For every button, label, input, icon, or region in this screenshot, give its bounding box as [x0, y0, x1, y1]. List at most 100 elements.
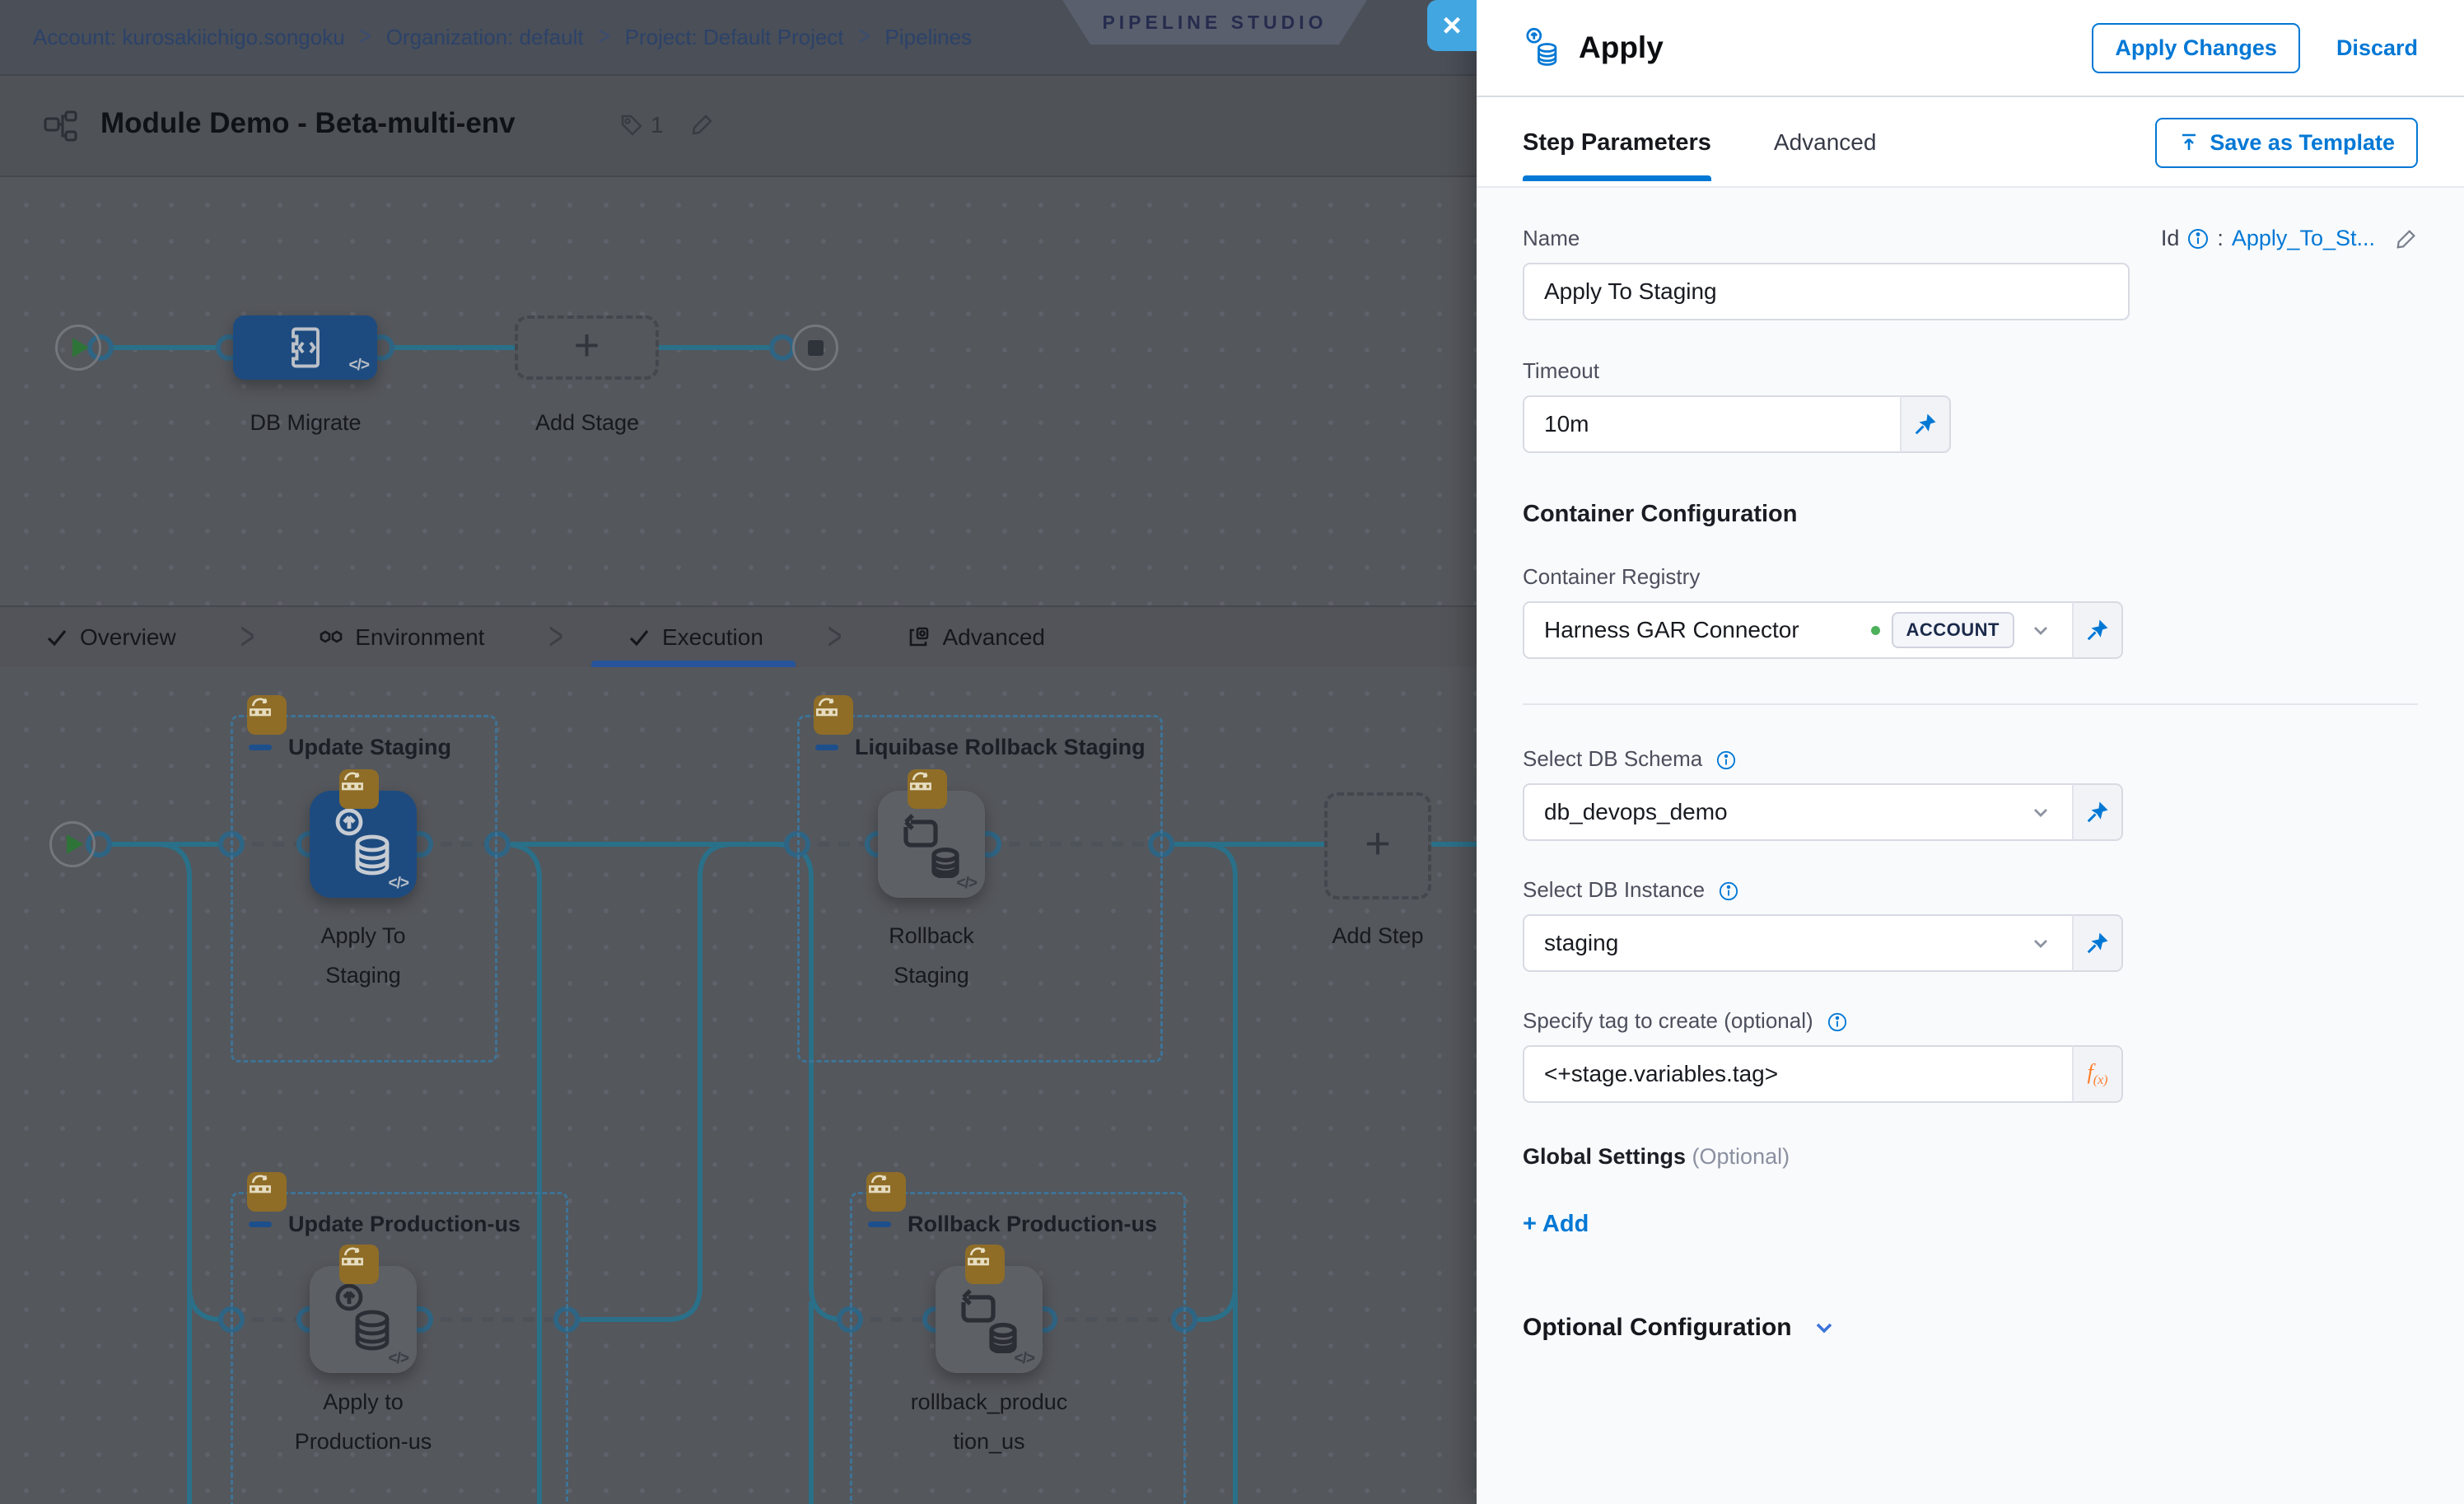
step-title: Apply [1579, 30, 1664, 64]
apply-db-icon [1526, 27, 1557, 66]
tag-count-value: 1 [651, 112, 664, 138]
collapse-icon[interactable] [868, 1221, 891, 1227]
active-tab-underline [591, 661, 796, 667]
container-configuration-heading: Container Configuration [1523, 501, 1798, 527]
check-icon [47, 629, 67, 646]
tab-step-parameters[interactable]: Step Parameters [1523, 105, 1711, 181]
breadcrumb-account[interactable]: Account: kurosakiichigo.songoku [33, 24, 345, 49]
info-icon[interactable] [1827, 1012, 1847, 1032]
step-group-title[interactable]: Liquibase Rollback Staging [815, 735, 1146, 760]
step-group-title[interactable]: Rollback Production-us [868, 1212, 1157, 1237]
breadcrumb-pipelines[interactable]: Pipelines [884, 24, 973, 49]
tag-count[interactable]: 1 [619, 112, 664, 138]
tab-overview[interactable]: Overview [45, 624, 176, 651]
tab-advanced[interactable]: Advanced [1773, 129, 1877, 155]
step-group-icon [814, 695, 853, 735]
collapse-icon[interactable] [249, 745, 272, 750]
pin-icon [2087, 932, 2108, 954]
pipeline-graph-icon [43, 109, 79, 149]
container-registry-field: Harness GAR Connector ACCOUNT [1523, 601, 2418, 659]
play-icon [66, 834, 83, 854]
step-group-update-production-us[interactable] [231, 1192, 568, 1504]
optional-configuration-toggle[interactable]: Optional Configuration [1523, 1314, 2418, 1342]
chevron-down-icon[interactable] [2029, 932, 2052, 955]
step-config-panel: Apply Apply Changes Discard Step Paramet… [1477, 0, 2464, 1504]
connector-status-dot [1870, 625, 1880, 635]
step-group-icon [339, 769, 379, 809]
db-schema-field: db_devops_demo [1523, 783, 2418, 841]
edit-pipeline-icon[interactable] [690, 112, 715, 141]
info-icon[interactable] [2187, 228, 2209, 250]
breadcrumb-organization[interactable]: Organization: default [385, 24, 584, 49]
add-step-button[interactable]: + [1324, 792, 1431, 899]
chevron-down-icon[interactable] [2029, 801, 2052, 824]
apply-db-icon [335, 808, 390, 876]
step-id-row: Id : Apply_To_St... [2161, 226, 2418, 251]
runtime-input-pin-button[interactable] [2072, 914, 2123, 972]
container-registry-label: Container Registry [1523, 564, 1701, 589]
edit-id-icon[interactable] [2395, 227, 2418, 250]
tab-execution[interactable]: Execution [628, 624, 763, 651]
step-group-liquibase-rollback-staging[interactable] [797, 715, 1163, 1063]
check-icon [629, 629, 649, 646]
tab-environment[interactable]: Environment [319, 624, 484, 651]
apply-changes-button[interactable]: Apply Changes [2092, 22, 2300, 73]
step-group-rollback-production-us[interactable] [850, 1192, 1186, 1504]
step-id-value[interactable]: Apply_To_St... [2231, 226, 2375, 250]
db-schema-select[interactable]: db_devops_demo [1523, 783, 2072, 841]
pin-icon [2087, 801, 2108, 823]
tab-advanced[interactable]: Advanced [906, 624, 1045, 651]
stage-canvas: </> + DB Migrate Add Stage [0, 179, 1477, 605]
step-group-title[interactable]: Update Production-us [249, 1212, 520, 1237]
collapse-icon[interactable] [815, 745, 838, 750]
rollback-db-icon [903, 814, 959, 878]
optional-hint: (Optional) [1692, 1144, 1790, 1169]
stage-node-db-migrate[interactable]: </> [233, 315, 377, 380]
add-global-setting-link[interactable]: + Add [1523, 1211, 1589, 1237]
plus-icon: + [573, 320, 600, 370]
timeout-input[interactable]: 10m [1523, 395, 1900, 453]
container-registry-select[interactable]: Harness GAR Connector ACCOUNT [1523, 601, 2072, 659]
info-icon[interactable] [1716, 750, 1736, 770]
discard-button[interactable]: Discard [2336, 35, 2418, 60]
tab-label: Advanced [942, 624, 1045, 650]
code-icon: </> [1014, 1350, 1036, 1367]
add-stage-button[interactable]: + [515, 315, 659, 380]
chevron-right-icon: > [240, 614, 255, 659]
save-as-template-button[interactable]: Save as Template [2155, 117, 2418, 168]
pipeline-end-node [792, 325, 838, 371]
global-settings-row: Global Settings (Optional) [1523, 1144, 2418, 1170]
expression-button[interactable]: f(x) [2072, 1045, 2123, 1103]
stage-flow-lines [87, 334, 796, 361]
chevron-down-icon[interactable] [2029, 619, 2052, 642]
db-instance-label: Select DB Instance [1523, 877, 2418, 903]
runtime-input-pin-button[interactable] [1900, 395, 1951, 453]
collapse-icon[interactable] [249, 1221, 272, 1227]
info-icon[interactable] [1719, 881, 1738, 901]
breadcrumb-project[interactable]: Project: Default Project [624, 24, 844, 49]
step-group-update-staging[interactable] [231, 715, 497, 1063]
step-group-title[interactable]: Update Staging [249, 735, 451, 760]
runtime-input-pin-button[interactable] [2072, 601, 2123, 659]
step-group-icon [339, 1245, 379, 1284]
db-schema-value: db_devops_demo [1544, 799, 1728, 824]
db-instance-select[interactable]: staging [1523, 914, 2072, 972]
db-schema-label: Select DB Schema [1523, 746, 2418, 772]
stage-tabs: Overview > Environment > Execution > Adv… [0, 605, 1477, 667]
name-label: Name [1523, 226, 1580, 250]
runtime-input-pin-button[interactable] [2072, 783, 2123, 841]
section-divider [1523, 703, 2418, 705]
execution-start-node [49, 821, 96, 867]
chevron-right-icon: > [827, 614, 842, 659]
tag-to-create-label: Specify tag to create (optional) [1523, 1008, 2418, 1034]
pipeline-editor-dimmed: Account: kurosakiichigo.songoku > Organi… [0, 0, 1477, 1504]
step-group-icon [908, 769, 947, 809]
chevron-right-icon: > [598, 21, 610, 51]
code-icon: </> [348, 357, 371, 374]
tag-input[interactable]: <+stage.variables.tag> [1523, 1045, 2072, 1103]
tab-label: Overview [80, 624, 176, 650]
name-input[interactable]: Apply To Staging [1523, 263, 2130, 320]
close-panel-button[interactable]: × [1427, 0, 1477, 51]
